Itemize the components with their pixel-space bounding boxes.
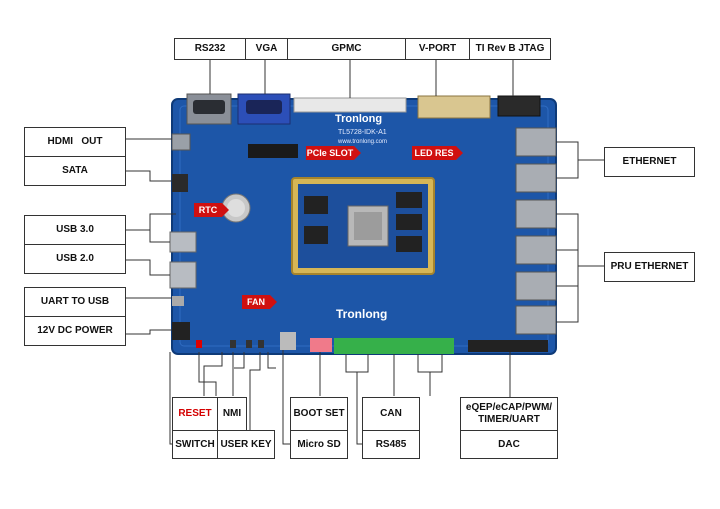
jtag-header <box>497 95 541 117</box>
label-vga-text: VGA <box>255 43 278 54</box>
label-eqep-line1: eQEP/eCAP/PWM/ <box>465 402 553 413</box>
label-12v-dc-power: 12V DC POWER <box>24 316 126 346</box>
label-ethernet: ETHERNET <box>604 147 695 177</box>
buttons <box>196 340 264 348</box>
label-usb30: USB 3.0 <box>24 215 126 245</box>
label-uart-to-usb: UART TO USB <box>24 287 126 317</box>
leader-lines <box>126 60 604 445</box>
sata-port <box>172 174 188 192</box>
callout-led-res-text: LED RES <box>414 148 454 158</box>
board-model: TL5728-IDK-A1 <box>338 129 387 136</box>
label-pru-ethernet-text: PRU ETHERNET <box>610 261 689 272</box>
label-micro-sd: Micro SD <box>290 430 348 459</box>
label-rs485-text: RS485 <box>375 438 407 450</box>
rs485-terminal <box>382 338 406 354</box>
gpmc-header <box>293 97 407 113</box>
label-vport-text: V-PORT <box>418 43 457 54</box>
ethernet-ports <box>515 127 557 335</box>
pcie-slot <box>248 144 298 158</box>
label-reset: RESET <box>172 397 218 431</box>
label-dac: DAC <box>460 430 558 459</box>
label-nmi: NMI <box>217 397 247 431</box>
label-boot-set-text: BOOT SET <box>293 408 345 419</box>
label-vport: V-PORT <box>405 38 470 60</box>
label-nmi-text: NMI <box>222 408 242 419</box>
label-jtag: TI Rev B JTAG <box>469 38 551 60</box>
label-eqep: eQEP/eCAP/PWM/TIMER/UART <box>460 397 558 431</box>
usb30-port <box>169 231 197 253</box>
board-website: www.tronlong.com <box>337 139 387 145</box>
can-terminal <box>334 338 382 354</box>
label-eqep-line2: TIMER/UART <box>478 414 540 425</box>
label-usb30-text: USB 3.0 <box>56 224 94 235</box>
label-jtag-text: TI Rev B JTAG <box>475 43 545 54</box>
label-rs485: RS485 <box>362 430 420 459</box>
label-12v-dc-power-text: 12V DC POWER <box>37 325 113 336</box>
label-hdmi-out: HDMI OUT <box>24 127 126 157</box>
label-ethernet-text: ETHERNET <box>622 156 677 167</box>
vport-header <box>417 95 491 119</box>
label-gpmc-text: GPMC <box>331 43 362 54</box>
label-usb20-text: USB 2.0 <box>56 253 94 264</box>
chip-brand: Tronlong <box>336 307 387 321</box>
label-dac-text: DAC <box>498 438 520 450</box>
label-reset-text: RESET <box>178 408 212 419</box>
label-usb20: USB 2.0 <box>24 244 126 274</box>
label-uart-to-usb-text: UART TO USB <box>40 296 110 307</box>
label-user-key-text: USER KEY <box>220 438 272 450</box>
label-can-text: CAN <box>380 408 402 419</box>
usb20-port <box>169 261 197 289</box>
callout-fan: FAN <box>242 295 277 309</box>
label-micro-sd-text: Micro SD <box>297 438 341 450</box>
label-boot-set: BOOT SET <box>290 397 348 431</box>
callout-pcie-slot-text: PCIe SLOT <box>306 148 354 158</box>
label-vga: VGA <box>245 38 288 60</box>
label-user-key: USER KEY <box>217 430 275 459</box>
eqep-header <box>468 340 548 352</box>
label-sata: SATA <box>24 156 126 186</box>
label-switch-text: SWITCH <box>175 438 215 450</box>
label-pru-ethernet: PRU ETHERNET <box>604 252 695 282</box>
callout-led-res: LED RES <box>412 146 463 160</box>
callout-pcie-slot: PCIe SLOT <box>306 146 361 160</box>
dac-terminal <box>406 338 454 354</box>
label-sata-text: SATA <box>62 165 88 176</box>
label-rs232: RS232 <box>174 38 246 60</box>
board-brand: Tronlong <box>335 113 382 125</box>
label-can: CAN <box>362 397 420 431</box>
dc-jack <box>172 322 190 340</box>
label-hdmi-out-text: HDMI OUT <box>47 136 103 147</box>
label-rs232-text: RS232 <box>194 43 226 54</box>
callout-fan-text: FAN <box>247 297 265 307</box>
boot-switch <box>310 338 332 352</box>
callout-rtc-text: RTC <box>198 205 218 215</box>
microsd-slot <box>280 332 296 350</box>
hdmi-port <box>171 133 191 151</box>
uart-usb-port <box>172 296 184 306</box>
callout-rtc: RTC <box>194 203 229 217</box>
label-switch: SWITCH <box>172 430 218 459</box>
label-gpmc: GPMC <box>287 38 406 60</box>
